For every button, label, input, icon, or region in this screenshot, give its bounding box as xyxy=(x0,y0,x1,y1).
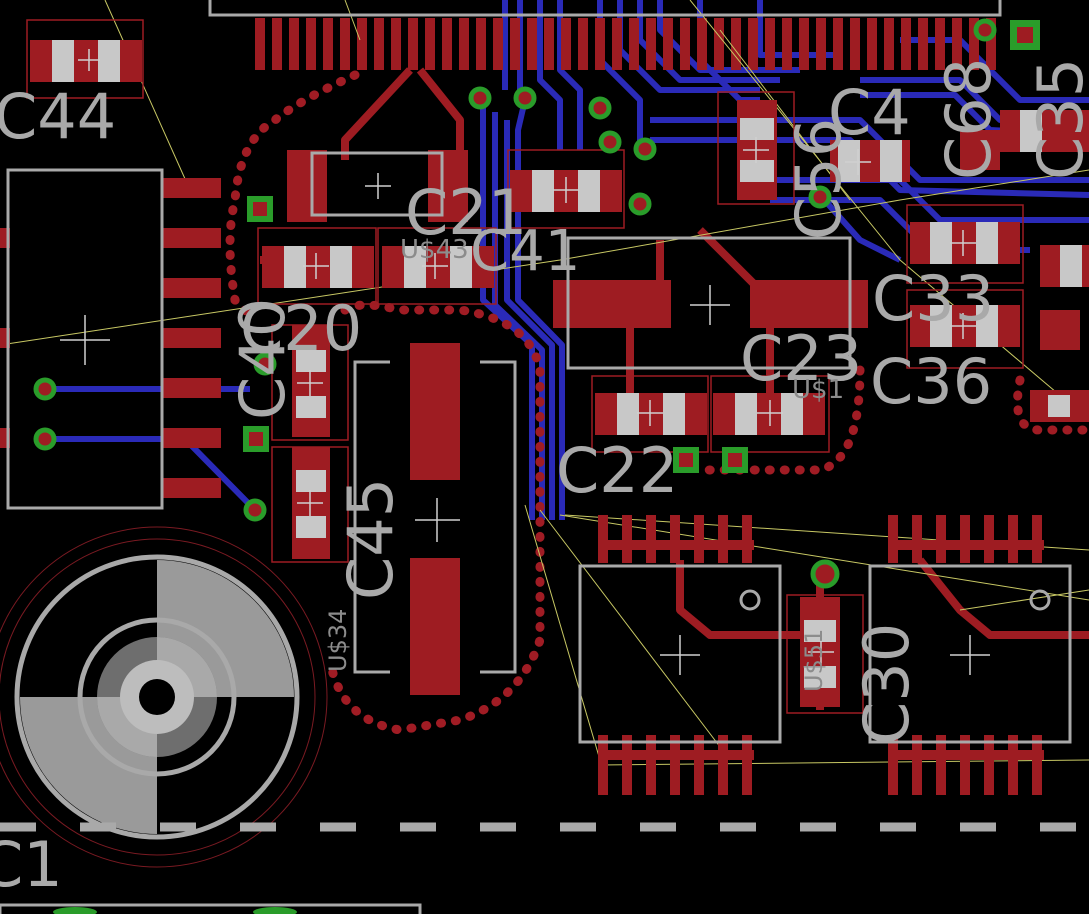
connector-finger xyxy=(544,18,554,70)
label-c44: C44 xyxy=(0,80,116,153)
keepout-outlines xyxy=(225,70,1089,735)
bottom-layer-traces xyxy=(45,0,1089,520)
smd-pads xyxy=(0,40,1089,795)
connector-finger xyxy=(663,18,673,70)
label-c41: C41 xyxy=(470,219,580,284)
label-us1: U$1 xyxy=(792,375,844,405)
connector-finger xyxy=(799,18,809,70)
connector-finger xyxy=(340,18,350,70)
mounting-hole xyxy=(0,526,328,868)
component-outlines xyxy=(26,19,1024,714)
connector-finger xyxy=(493,18,503,70)
connector-finger xyxy=(476,18,486,70)
edge-pads xyxy=(53,907,297,914)
connector-finger xyxy=(986,18,996,70)
connector-finger xyxy=(629,18,639,70)
connector-finger xyxy=(391,18,401,70)
connector-finger xyxy=(714,18,724,70)
label-c22: C22 xyxy=(556,434,678,507)
label-us34: U$34 xyxy=(324,609,352,672)
label-c40: C40 xyxy=(226,298,299,420)
connector-finger xyxy=(850,18,860,70)
label-c1: C1 xyxy=(0,828,63,901)
label-c4: C4 xyxy=(828,76,911,149)
label-c36: C36 xyxy=(870,345,992,418)
label-c20: C20 xyxy=(240,292,362,365)
connector-fingers xyxy=(255,18,996,70)
connector-finger xyxy=(918,18,928,70)
connector-finger xyxy=(561,18,571,70)
label-c23: C23 xyxy=(740,322,862,395)
connector-finger xyxy=(595,18,605,70)
label-c33: C33 xyxy=(872,262,994,335)
label-c45: C45 xyxy=(334,478,407,600)
origin-crosses xyxy=(60,49,990,675)
connector-finger xyxy=(782,18,792,70)
connector-finger xyxy=(748,18,758,70)
connector-finger xyxy=(289,18,299,70)
connector-finger xyxy=(969,18,979,70)
connector-finger xyxy=(459,18,469,70)
connector-finger xyxy=(952,18,962,70)
connector-finger xyxy=(374,18,384,70)
connector-finger xyxy=(527,18,537,70)
connector-finger xyxy=(612,18,622,70)
connector-finger xyxy=(255,18,265,70)
connector-finger xyxy=(306,18,316,70)
connector-finger xyxy=(697,18,707,70)
pad-faces xyxy=(52,40,1082,688)
label-c56: C56 xyxy=(782,118,855,240)
label-c35: C35 xyxy=(1024,58,1089,180)
connector-finger xyxy=(731,18,741,70)
connector-finger xyxy=(833,18,843,70)
connector-finger xyxy=(510,18,520,70)
connector-finger xyxy=(816,18,826,70)
vias xyxy=(33,18,997,589)
connector-finger xyxy=(884,18,894,70)
connector-finger xyxy=(935,18,945,70)
label-c68: C68 xyxy=(932,58,1005,180)
component-labels: C44 C21 C41 C4 C33 C23 C36 C20 C22 C1 C6… xyxy=(0,58,1089,901)
connector-finger xyxy=(867,18,877,70)
connector-finger xyxy=(680,18,690,70)
connector-finger xyxy=(578,18,588,70)
connector-finger xyxy=(765,18,775,70)
connector-finger xyxy=(901,18,911,70)
connector-finger xyxy=(408,18,418,70)
connector-finger xyxy=(357,18,367,70)
connector-finger xyxy=(442,18,452,70)
connector-finger xyxy=(646,18,656,70)
label-c21: C21 xyxy=(405,176,527,249)
label-us43: U$43 xyxy=(400,235,469,265)
connector-finger xyxy=(425,18,435,70)
square-pads xyxy=(243,20,1040,473)
connector-finger xyxy=(272,18,282,70)
connector-finger xyxy=(323,18,333,70)
label-us51: U$51 xyxy=(800,629,828,692)
label-c30: C30 xyxy=(850,623,923,745)
